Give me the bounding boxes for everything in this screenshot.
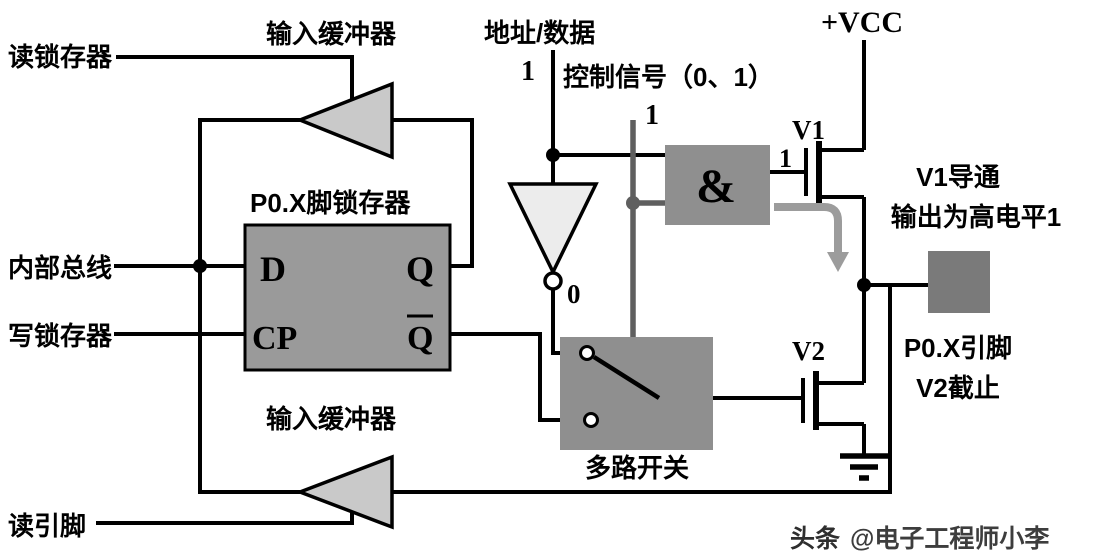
annotation-v2-off: V2截止 bbox=[916, 373, 1000, 403]
vcc-label: +VCC bbox=[821, 6, 903, 39]
pin-label: P0.X引脚 bbox=[904, 333, 1012, 363]
control-level: 1 bbox=[645, 100, 659, 131]
latch-title: P0.X脚锁存器 bbox=[250, 188, 411, 218]
and-gate-block bbox=[665, 145, 770, 225]
input-buffer-top-triangle bbox=[295, 81, 394, 160]
mux-contact-top bbox=[579, 345, 595, 361]
input-buffer-bottom-label: 输入缓冲器 bbox=[266, 404, 397, 434]
junction-address-data bbox=[546, 148, 560, 162]
mux-label: 多路开关 bbox=[585, 453, 689, 483]
internal-bus-feedback-wire bbox=[198, 118, 300, 494]
address-data-level: 1 bbox=[521, 56, 535, 87]
read-latch-enable-wire bbox=[116, 55, 354, 101]
annotation-output-high: 输出为高电平1 bbox=[891, 202, 1061, 232]
internal-bus-label: 内部总线 bbox=[8, 253, 112, 283]
latch-pin-d: D bbox=[260, 249, 286, 289]
read-latch-label: 读锁存器 bbox=[8, 42, 113, 72]
mux-switch-arm bbox=[592, 355, 661, 400]
annotation-v1-on: V1导通 bbox=[916, 162, 1000, 192]
input-buffer-bottom-triangle bbox=[295, 454, 394, 530]
latch-pin-q-bar: Q bbox=[407, 320, 433, 357]
inverter-triangle bbox=[507, 182, 599, 276]
input-buffer-top-label: 输入缓冲器 bbox=[266, 19, 397, 49]
control-signal-label: 控制信号（0、1） bbox=[563, 62, 774, 92]
inverter-output-level: 0 bbox=[567, 279, 581, 309]
read-pin-label: 读引脚 bbox=[8, 511, 86, 541]
v1-label: V1 bbox=[792, 115, 825, 145]
address-data-label: 地址/数据 bbox=[484, 18, 595, 48]
latch-pin-cp: CP bbox=[252, 320, 297, 357]
and-gate-symbol: & bbox=[696, 160, 736, 213]
pin-pad-block bbox=[928, 251, 990, 313]
junction-control bbox=[626, 196, 640, 210]
q-output-wire bbox=[392, 118, 474, 268]
inverter-bubble bbox=[543, 271, 563, 291]
latch-pin-q: Q bbox=[406, 249, 434, 289]
v1-gate-level: 1 bbox=[779, 144, 792, 173]
watermark-handle: @电子工程师小李 bbox=[850, 525, 1049, 553]
pin-readback-wire bbox=[392, 285, 892, 494]
junction-pin bbox=[857, 278, 871, 292]
signal-flow-arrow-icon bbox=[774, 203, 849, 272]
ground-icon bbox=[840, 453, 888, 481]
read-pin-enable-wire bbox=[96, 512, 354, 525]
v2-label: V2 bbox=[792, 336, 825, 366]
mux-contact-bottom bbox=[583, 412, 599, 428]
latch-block bbox=[243, 223, 452, 372]
junction-internal-bus bbox=[193, 259, 207, 273]
watermark-brand: 头条 bbox=[790, 525, 841, 553]
v2-mosfet bbox=[801, 371, 864, 430]
write-latch-label: 写锁存器 bbox=[8, 321, 113, 351]
v1-mosfet bbox=[804, 141, 864, 203]
